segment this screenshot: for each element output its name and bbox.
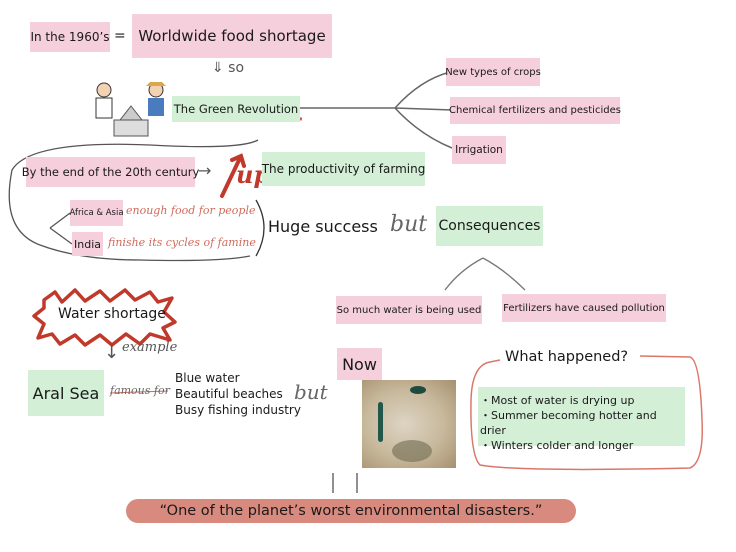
so-arrow: ⇓ so bbox=[212, 60, 245, 76]
aral-sea-box: Aral Sea bbox=[28, 370, 104, 416]
feature-item: Beautiful beaches bbox=[175, 387, 283, 401]
productivity-box: The productivity of farming bbox=[262, 152, 425, 186]
happening-item: ・Winters colder and longer bbox=[480, 439, 634, 452]
farmers-illustration-icon bbox=[95, 82, 166, 137]
equals-sign: = bbox=[114, 28, 126, 44]
famous-for-label: famous for bbox=[110, 384, 170, 397]
huge-success-label: Huge success bbox=[268, 217, 378, 236]
india-note: finishe its cycles of famine bbox=[108, 236, 256, 249]
consequence-water: So much water is being used bbox=[336, 296, 482, 324]
happening-item: ・Most of water is drying up bbox=[480, 394, 635, 407]
down-arrow: ↓ bbox=[104, 342, 120, 363]
now-box: Now bbox=[337, 348, 382, 380]
era-label: In the 1960’s bbox=[30, 22, 110, 52]
what-happened-heading: What happened? bbox=[505, 349, 629, 365]
happenings-box: ・Most of water is drying up ・Summer beco… bbox=[478, 387, 685, 452]
africa-asia-note: enough food for people bbox=[126, 204, 256, 217]
africa-asia-box: Africa & Asia bbox=[69, 200, 124, 226]
feature-item: Blue water bbox=[175, 371, 240, 385]
example-label: example bbox=[122, 340, 178, 355]
period-box: By the end of the 20th century bbox=[22, 157, 199, 187]
happening-item: ・Summer becoming hotter and drier bbox=[480, 409, 657, 437]
aral-sea-satellite-image bbox=[362, 380, 456, 468]
right-arrow: → bbox=[198, 161, 212, 180]
india-box: India bbox=[72, 232, 103, 256]
water-shortage-label: Water shortage bbox=[58, 306, 166, 322]
quote-banner: “One of the planet’s worst environmental… bbox=[126, 499, 576, 523]
but-label-2: but bbox=[294, 380, 328, 404]
branch-fertilizers: Chemical fertilizers and pesticides bbox=[449, 97, 621, 124]
branch-new-crops: New types of crops bbox=[445, 58, 541, 86]
food-shortage-box: Worldwide food shortage bbox=[132, 14, 332, 58]
consequence-pollution: Fertilizers have caused pollution bbox=[502, 294, 666, 322]
branch-irrigation: Irrigation bbox=[452, 136, 506, 164]
but-label: but bbox=[390, 212, 428, 237]
features-list: Blue water Beautiful beaches Busy fishin… bbox=[175, 370, 301, 418]
consequences-box: Consequences bbox=[436, 206, 543, 246]
feature-item: Busy fishing industry bbox=[175, 403, 301, 417]
green-revolution-box: The Green Revolution bbox=[172, 96, 300, 122]
